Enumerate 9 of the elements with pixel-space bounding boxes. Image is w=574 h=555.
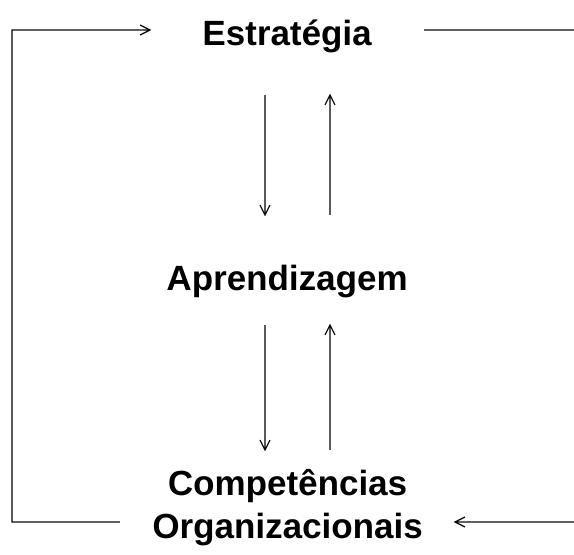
arrow [259, 325, 271, 451]
node-label: Competências Organizacionais [151, 463, 424, 548]
arrow [324, 324, 336, 450]
arrow [11, 24, 151, 523]
node-label: Estratégia [202, 13, 372, 55]
arrow [324, 94, 336, 215]
node-label: Aprendizagem [166, 258, 408, 300]
arrow [424, 29, 574, 528]
arrow [259, 95, 271, 216]
